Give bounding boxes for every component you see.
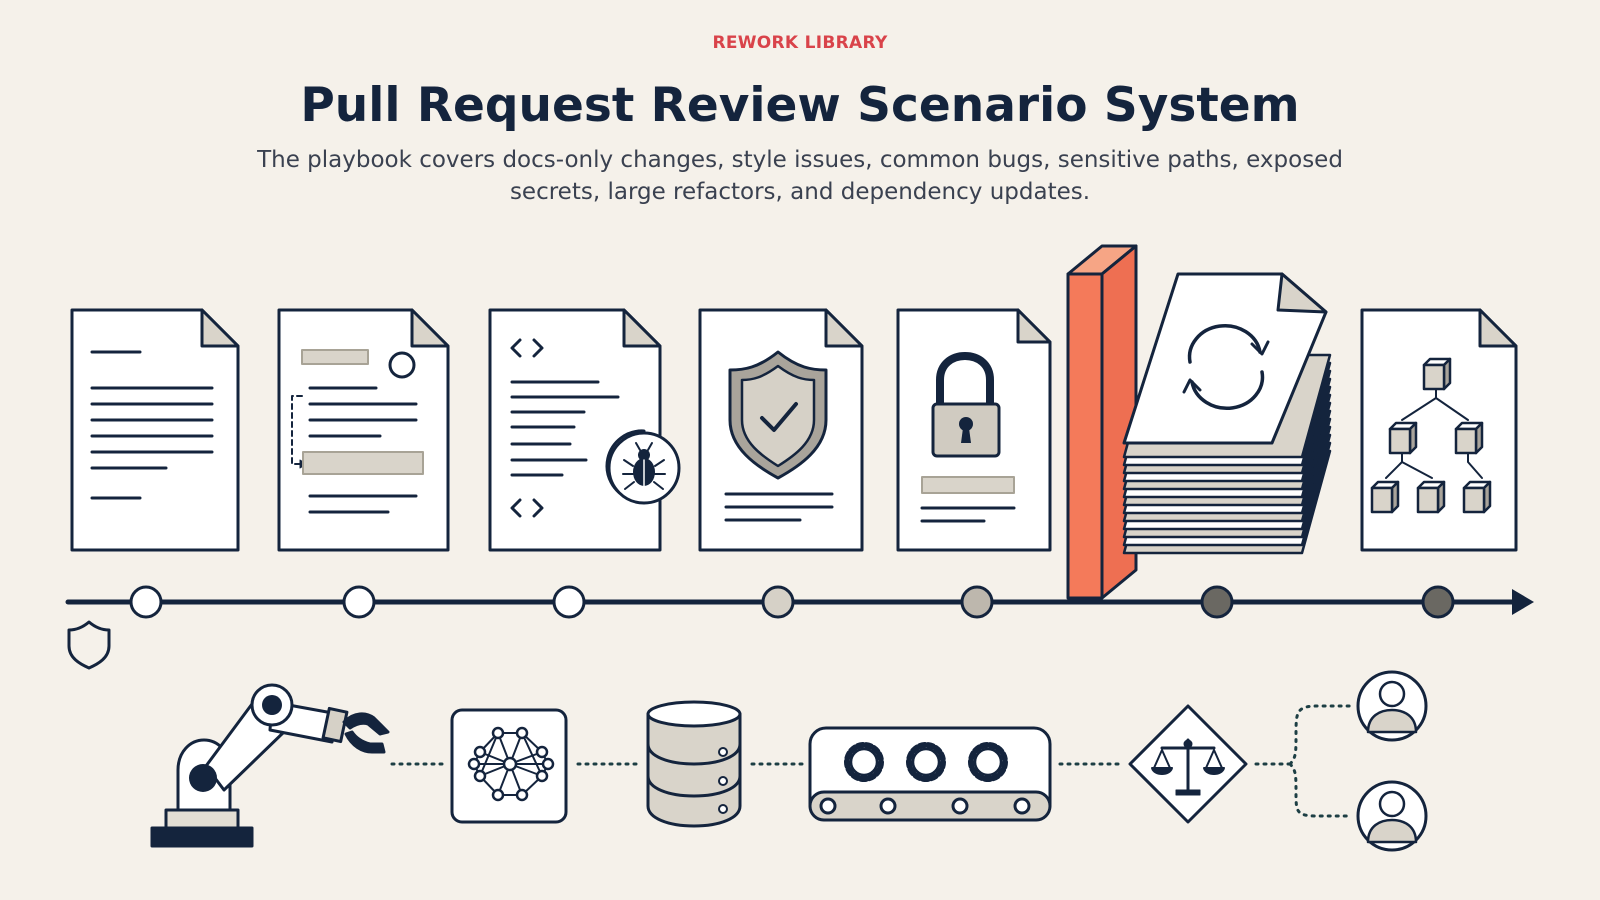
timeline-node xyxy=(960,585,994,619)
gear-conveyor-icon xyxy=(808,726,1052,822)
style-review-icon xyxy=(277,308,450,552)
database-icon xyxy=(646,700,742,828)
robot-arm-icon xyxy=(150,683,390,848)
pipeline-connectors xyxy=(390,704,1354,818)
dependency-tree-icon xyxy=(1360,308,1518,552)
timeline-node xyxy=(761,585,795,619)
neural-network-icon xyxy=(450,708,568,824)
timeline-track xyxy=(65,589,1534,615)
page-title: Pull Request Review Scenario System xyxy=(300,78,1300,133)
refactor-stack-icon xyxy=(1122,272,1332,555)
eyebrow-label: REWORK LIBRARY xyxy=(712,33,888,53)
timeline-node xyxy=(342,585,376,619)
timeline-node xyxy=(129,585,163,619)
balance-scale-icon xyxy=(1128,704,1248,824)
bug-icon xyxy=(488,308,681,552)
padlock-icon xyxy=(896,308,1052,552)
reviewer-user-icon xyxy=(1356,670,1428,742)
timeline-node xyxy=(1200,585,1234,619)
shield-check-icon xyxy=(698,308,864,552)
page-subtitle: The playbook covers docs-only changes, s… xyxy=(257,147,1343,205)
timeline-node xyxy=(552,585,586,619)
reviewer-user-icon xyxy=(1356,780,1428,852)
timeline-nodes xyxy=(129,585,1455,619)
shield-icon xyxy=(67,620,111,670)
document-icon xyxy=(70,308,240,552)
timeline-node xyxy=(1421,585,1455,619)
